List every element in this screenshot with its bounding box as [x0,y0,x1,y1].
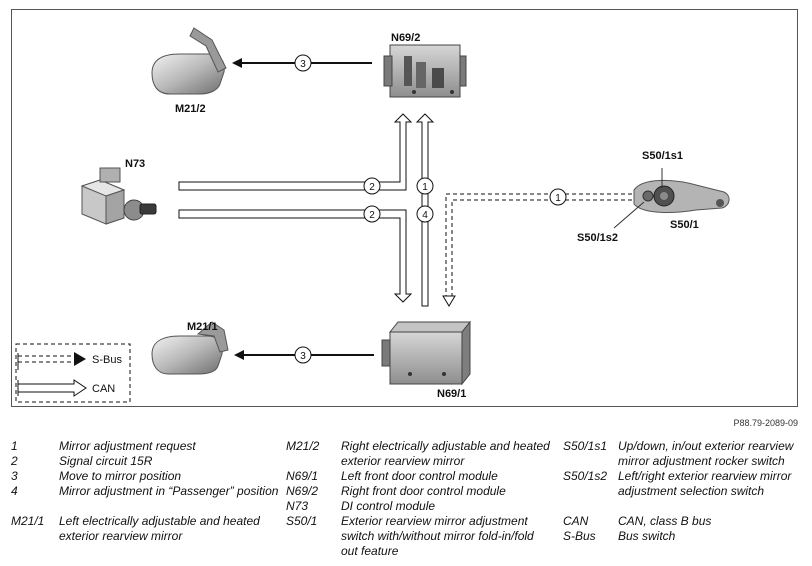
legend-entry: N73 DI control module [286,499,556,514]
legend-entry: 2 Signal circuit 15R [11,454,276,469]
legend-can-label: CAN [92,383,115,395]
legend-desc: Right front door control module [341,484,506,498]
can-line-2-upper: 2 [178,113,413,195]
legend-entry: S50/1 Exterior rearview mirror adjustmen… [286,514,556,559]
legend-code: N73 [286,499,309,513]
legend-column-2: M21/2 Right electrically adjustable and … [286,439,556,559]
legend-desc: DI control module [341,499,436,513]
mirror-m21-2-icon [151,27,227,95]
legend-desc: Mirror adjustment request [59,439,196,453]
legend-desc: Left front door control module [341,469,498,483]
label-s50-1: S50/1 [670,219,699,231]
legend-code: M21/2 [286,439,320,453]
legend-entry: S-Bus Bus switch [563,529,808,544]
legend-code: 2 [11,454,18,468]
diagram-canvas: M21/2 N69/2 3 N73 [15,27,730,403]
ignition-n73-icon [80,167,157,225]
legend-entry: CAN CAN, class B bus [563,514,808,529]
legend-code: 3 [11,469,18,483]
label-s50-1s2: S50/1s2 [577,232,618,244]
label-m21-2: M21/2 [175,103,206,115]
legend-code: 1 [11,439,18,453]
can-line-vertical: 1 4 [415,113,435,307]
legend-entry: M21/2 Right electrically adjustable and … [286,439,556,469]
legend-entry: 3 Move to mirror position [11,469,276,484]
switch-s50-1-icon [633,179,730,213]
diagram-legend: S-Bus CAN [15,343,131,403]
marker-1-sbus: 1 [555,193,561,204]
label-m21-1: M21/1 [187,321,218,333]
legend-code: 4 [11,484,18,498]
legend-entry: 4 Mirror adjustment in “Passenger” posit… [11,484,279,499]
legend-code: S50/1s1 [563,439,608,453]
legend-code: S50/1 [286,514,318,528]
marker-3-bottom: 3 [300,351,306,362]
legend-column-3: S50/1s1 Up/down, in/out exterior rearvie… [563,439,808,544]
module-n69-1-icon [381,320,472,386]
signal-arrow-3-top: 3 [232,54,372,72]
legend-code: M21/1 [11,514,45,528]
sbus-line-1: 1 [442,188,632,307]
legend-code: N69/1 [286,469,319,483]
legend-desc: Left electrically adjustable and heated … [59,514,260,543]
marker-2-lower: 2 [369,210,375,221]
can-line-2-lower: 2 [178,205,413,303]
legend-entry: N69/2 Right front door control module [286,484,556,499]
legend-column-1: 1 Mirror adjustment request 2 Signal cir… [11,439,279,544]
legend-code: N69/2 [286,484,319,498]
label-n73: N73 [125,158,145,170]
module-n69-2-icon [383,44,467,98]
legend-desc: Right electrically adjustable and heated… [341,439,550,468]
legend-entry: S50/1s2 Left/right exterior rearview mir… [563,469,808,499]
legend-desc: Up/down, in/out exterior rearview mirror… [618,439,794,468]
legend-code: CAN [563,514,589,528]
mirror-m21-1-icon [151,321,229,375]
legend-entry: 1 Mirror adjustment request [11,439,276,454]
legend-desc: Left/right exterior rearview mirror adju… [618,469,792,498]
legend-desc: Signal circuit 15R [59,454,153,468]
marker-3-top: 3 [300,59,306,70]
legend-entry: M21/1 Left electrically adjustable and h… [11,514,276,544]
marker-4-vertical: 4 [422,210,428,221]
legend-desc: Move to mirror position [59,469,182,483]
legend-entry: N69/1 Left front door control module [286,469,556,484]
marker-2-upper: 2 [369,182,375,193]
figure-reference: P88.79-2089-09 [733,418,798,428]
legend-code: S-Bus [563,529,596,543]
legend-desc: Mirror adjustment in “Passenger” positio… [59,484,279,498]
signal-arrow-3-bottom: 3 [234,346,374,364]
legend-desc: CAN, class B bus [618,514,712,528]
legend-desc: Bus switch [618,529,676,543]
legend-desc: Exterior rearview mirror adjustment swit… [341,514,534,558]
label-n69-1: N69/1 [437,388,466,400]
legend-sbus-label: S-Bus [92,354,122,366]
label-s50-1s1: S50/1s1 [642,150,683,162]
legend-entry: S50/1s1 Up/down, in/out exterior rearvie… [563,439,808,469]
marker-1-vertical: 1 [422,182,428,193]
legend-code: S50/1s2 [563,469,608,483]
diagram-frame: M21/2 N69/2 3 N73 [11,9,798,407]
leader-s50-1s2 [613,201,645,229]
label-n69-2: N69/2 [391,32,420,44]
